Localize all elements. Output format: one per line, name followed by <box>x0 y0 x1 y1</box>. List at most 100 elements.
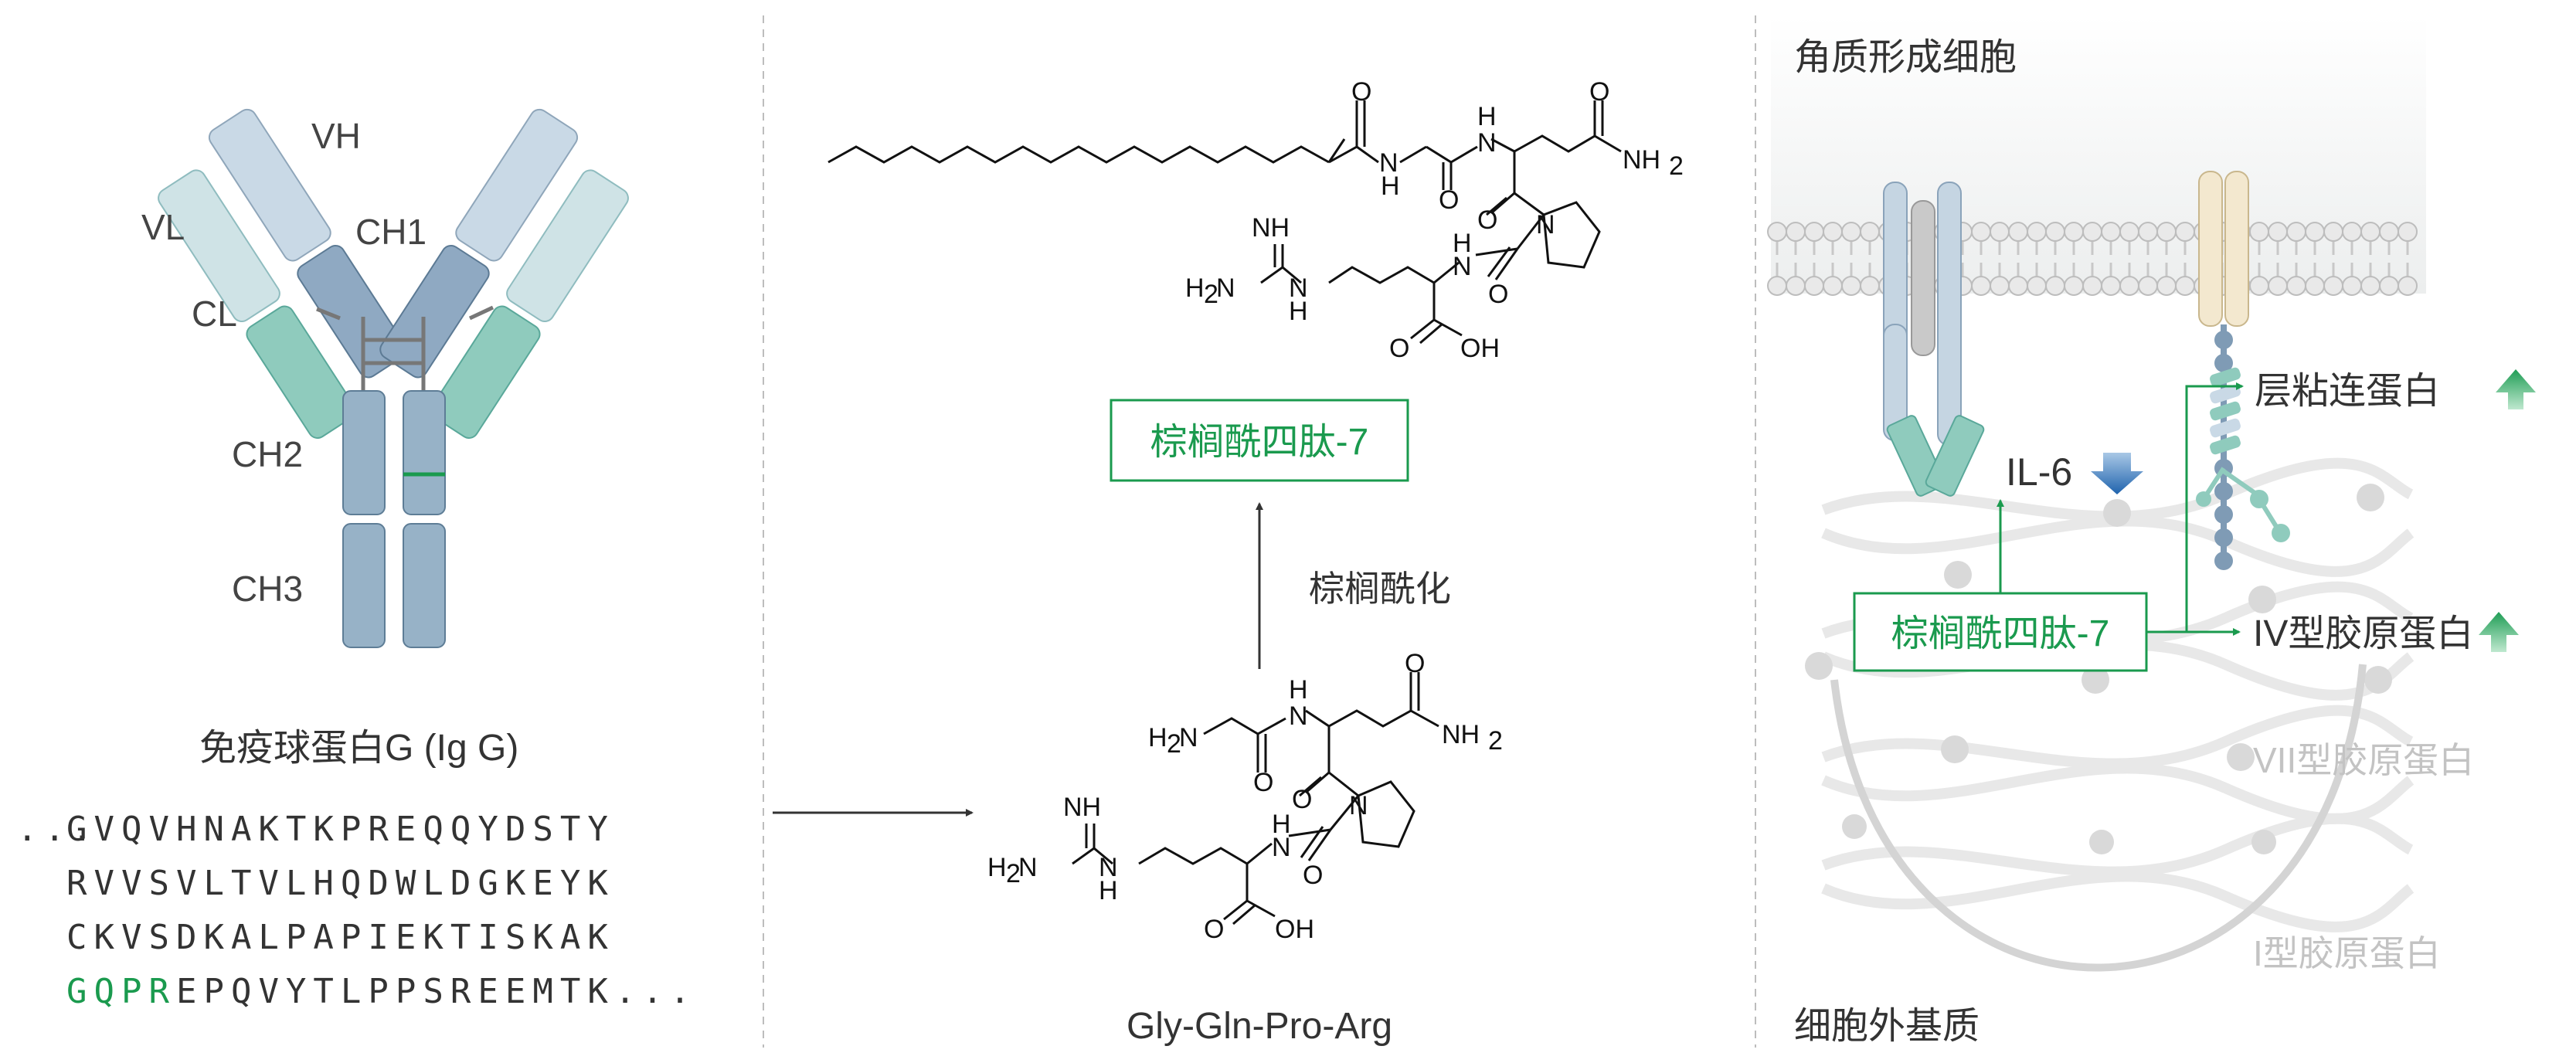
ch1-domain-right <box>379 245 490 379</box>
lipid-head <box>2360 222 2381 242</box>
atom-h: H <box>1289 675 1308 705</box>
lipid-head <box>2156 222 2177 242</box>
gqpr-peptide-structure <box>1072 672 1439 925</box>
lipid-head <box>2175 222 2195 242</box>
vh-domain-right <box>455 108 579 262</box>
lipid-head <box>1786 222 1806 242</box>
atom-o: O <box>1204 915 1224 944</box>
cl-domain-left <box>246 305 356 439</box>
ch2-domain-left <box>342 390 386 515</box>
atom-n: N <box>1272 833 1291 862</box>
atom-subscript-2: 2 <box>1006 859 1021 888</box>
atom-subscript-2: 2 <box>1488 726 1503 756</box>
collagen-mesh-nodes <box>1805 484 2392 854</box>
atom-o: O <box>1405 649 1425 678</box>
igg-sequence: ... GVQVHNAKTKPREQQYDSTY RVVSVLTVLHQDWLD… <box>17 810 690 1011</box>
lipid-head <box>1804 222 1824 242</box>
lipid-head <box>2027 276 2047 296</box>
lipid-head <box>2398 222 2418 242</box>
vl-label: VL <box>141 207 185 247</box>
extracellular-matrix-fibers <box>1821 457 2415 932</box>
sequence-leading-ellipsis: ... <box>17 810 99 849</box>
atom-o: O <box>1488 280 1508 309</box>
sequence-line-2: RVVSVLTVLHQDWLDGKEYK <box>66 864 615 903</box>
atom-n: N <box>1216 273 1235 303</box>
atom-h: H <box>1289 297 1308 326</box>
atom-h2n: H <box>987 853 1007 882</box>
igg-caption: 免疫球蛋白G (Ig G) <box>199 728 518 769</box>
collagen-i-label: I型胶原蛋白 <box>2253 933 2441 973</box>
palmitoyl-tetrapeptide-7-structure <box>828 100 1622 345</box>
lipid-head <box>1860 222 1880 242</box>
lipid-head <box>1971 276 1991 296</box>
arrow-to-laminin <box>2146 382 2244 633</box>
lipid-head <box>1990 222 2010 242</box>
atom-n: N <box>1349 791 1368 820</box>
lipid-head <box>2008 222 2028 242</box>
keratinocyte-label: 角质形成细胞 <box>1794 37 2017 78</box>
sequence-line-3: CKVSDKALPAPIEKTISKAK <box>66 918 615 957</box>
lipid-head <box>2342 222 2362 242</box>
collagen-iv-label: IV型胶原蛋白 <box>2253 613 2473 654</box>
atom-o: O <box>1253 768 1273 797</box>
atom-o: O <box>1303 861 1323 890</box>
lipid-head <box>1841 222 1861 242</box>
lipid-head <box>2249 222 2269 242</box>
lipid-head <box>1860 276 1880 296</box>
lipid-head <box>1823 222 1843 242</box>
il6-receptor-protein <box>1883 182 1985 497</box>
lipid-head <box>2249 276 2269 296</box>
gqpr-highlight: GQPR <box>66 972 176 1011</box>
lipid-head <box>2379 222 2399 242</box>
collagen-iv-up-arrow-icon <box>2479 612 2519 652</box>
il6-receptor-tail <box>1925 415 1985 497</box>
vl-domain-right <box>506 169 629 322</box>
ch1-label: CH1 <box>355 212 427 252</box>
atom-n: N <box>1099 853 1118 882</box>
lipid-head <box>2268 222 2288 242</box>
lipid-head <box>2027 222 2047 242</box>
product-label: 棕榈酰四肽-7 <box>1150 422 1369 463</box>
atom-h: H <box>1453 229 1472 258</box>
lipid-head <box>2286 222 2306 242</box>
lipid-head <box>1990 276 2010 296</box>
cl-label: CL <box>192 294 237 334</box>
atom-n: N <box>1477 128 1497 158</box>
sequence-line-1: GVQVHNAKTKPREQQYDSTY <box>66 810 615 849</box>
atom-nh: NH <box>1063 793 1101 822</box>
il6-down-arrow-icon <box>2091 453 2143 494</box>
ch2-label: CH2 <box>232 434 303 474</box>
atom-h: H <box>1477 102 1497 131</box>
product-atom-labels: O N H O H N O NH 2 O N H N O O OH NH H 2… <box>1185 77 1684 363</box>
atom-oh: OH <box>1460 334 1500 363</box>
light-chain-bond-right <box>468 305 494 321</box>
atom-o: O <box>1589 77 1609 107</box>
atom-subscript-2: 2 <box>1204 280 1218 309</box>
atom-nh2: NH <box>1623 145 1660 175</box>
lipid-head <box>2119 276 2139 296</box>
lipid-head <box>2286 276 2306 296</box>
lipid-head <box>2064 276 2084 296</box>
lipid-head <box>2398 276 2418 296</box>
atom-h2n: H <box>1148 723 1167 752</box>
lipid-head <box>2268 276 2288 296</box>
sequence-line-4-rest: EPQVYTLPPSREEMTK <box>176 972 615 1011</box>
atom-nh2: NH <box>1442 720 1480 749</box>
cl-domain-right <box>430 305 541 439</box>
ecm-label: 细胞外基质 <box>1794 1006 1980 1047</box>
vh-domain-left <box>208 108 331 262</box>
igg-antibody-illustration: VH VL CH1 CL CH2 CH3 免疫球蛋白G (Ig G) <box>141 108 629 769</box>
lipid-head <box>1841 276 1861 296</box>
il6-label: IL-6 <box>2006 450 2072 494</box>
atom-h: H <box>1272 810 1291 839</box>
atom-o: O <box>1389 334 1409 363</box>
skin-peptide-label: 棕榈酰四肽-7 <box>1891 613 2110 654</box>
atom-nh: NH <box>1252 213 1290 243</box>
lipid-head <box>1767 222 1787 242</box>
lipid-head <box>1971 222 1991 242</box>
atom-n: N <box>1536 210 1555 239</box>
vl-domain-left <box>158 169 280 322</box>
lipid-head <box>2379 276 2399 296</box>
atom-n: N <box>1289 273 1308 303</box>
lipid-head <box>2064 222 2084 242</box>
